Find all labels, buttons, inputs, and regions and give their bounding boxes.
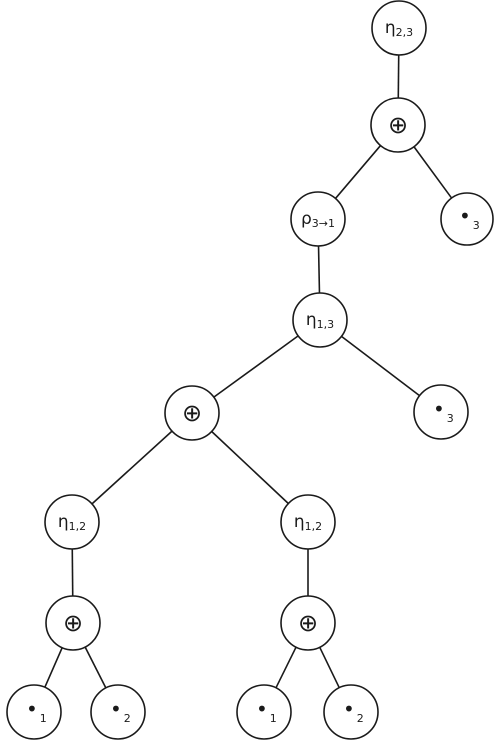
node-circle bbox=[280, 494, 336, 550]
label-subscript: 1,2 bbox=[69, 520, 87, 533]
node-plus4: ⊕ bbox=[280, 595, 336, 651]
eta-label: η1,2 bbox=[58, 512, 86, 533]
dot-label: •1 bbox=[256, 697, 277, 725]
dot-subscript: 2 bbox=[357, 712, 364, 725]
node-circle bbox=[323, 684, 379, 740]
label-subscript: 1,2 bbox=[305, 520, 323, 533]
node-circle bbox=[44, 494, 100, 550]
label-symbol: ρ bbox=[301, 209, 312, 229]
node-dot3b: •3 bbox=[413, 384, 469, 440]
edge-plus3-dot2a bbox=[84, 646, 107, 689]
node-circle bbox=[236, 684, 292, 740]
edge-eta13-plus2 bbox=[213, 335, 299, 398]
eta-label: η2,3 bbox=[385, 18, 413, 39]
edge-plus3-dot1a bbox=[44, 647, 63, 688]
label-symbol: η bbox=[385, 18, 396, 38]
node-eta13: η1,3 bbox=[292, 292, 348, 348]
node-circle bbox=[290, 191, 346, 247]
dot-subscript: 3 bbox=[447, 412, 454, 425]
dot-symbol: • bbox=[256, 697, 268, 721]
node-plus3: ⊕ bbox=[45, 595, 101, 651]
oplus-symbol: ⊕ bbox=[298, 609, 318, 637]
node-circle bbox=[370, 97, 426, 153]
node-circle bbox=[6, 684, 62, 740]
dot-symbol: • bbox=[343, 697, 355, 721]
edge-plus2-eta12b bbox=[211, 430, 289, 505]
dot-symbol: • bbox=[459, 204, 471, 228]
label-subscript: 1,3 bbox=[317, 318, 335, 331]
dot-subscript: 1 bbox=[270, 712, 277, 725]
label-symbol: η bbox=[294, 512, 305, 532]
node-eta12b: η1,2 bbox=[280, 494, 336, 550]
label-symbol: η bbox=[306, 310, 317, 330]
node-dot1b: •1 bbox=[236, 684, 292, 740]
node-circle bbox=[292, 292, 348, 348]
node-circle bbox=[90, 684, 146, 740]
node-circle bbox=[280, 595, 336, 651]
edge-plus1-dot3a bbox=[413, 146, 453, 199]
oplus-symbol: ⊕ bbox=[182, 399, 202, 427]
dot-subscript: 2 bbox=[124, 712, 131, 725]
edge-plus4-dot1b bbox=[275, 646, 297, 689]
edge-plus1-rho bbox=[334, 145, 382, 199]
dot-symbol: • bbox=[110, 697, 122, 721]
node-circle bbox=[45, 595, 101, 651]
node-dot2a: •2 bbox=[90, 684, 146, 740]
eta-label: η1,2 bbox=[294, 512, 322, 533]
eta-label: η1,3 bbox=[306, 310, 334, 331]
node-circle bbox=[440, 192, 494, 246]
dot-label: •2 bbox=[343, 697, 364, 725]
label-subscript: 3→1 bbox=[312, 217, 335, 230]
dot-symbol: • bbox=[433, 397, 445, 421]
node-dot1a: •1 bbox=[6, 684, 62, 740]
node-eta23: η2,3 bbox=[371, 0, 427, 56]
edge-plus2-eta12a bbox=[91, 430, 173, 505]
node-circle bbox=[371, 0, 427, 56]
node-plus2: ⊕ bbox=[164, 385, 220, 441]
dot-label: •2 bbox=[110, 697, 131, 725]
edge-plus4-dot2b bbox=[319, 646, 340, 689]
label-symbol: η bbox=[58, 512, 69, 532]
rho-label: ρ3→1 bbox=[301, 209, 335, 230]
dot-subscript: 3 bbox=[473, 219, 480, 232]
dot-subscript: 1 bbox=[40, 712, 47, 725]
node-eta12a: η1,2 bbox=[44, 494, 100, 550]
node-circle bbox=[164, 385, 220, 441]
oplus-symbol: ⊕ bbox=[388, 111, 408, 139]
edge-layer bbox=[44, 54, 453, 689]
node-circle bbox=[413, 384, 469, 440]
edge-rho-eta13 bbox=[317, 245, 321, 294]
node-rho: ρ3→1 bbox=[290, 191, 346, 247]
oplus-symbol: ⊕ bbox=[63, 609, 83, 637]
label-subscript: 2,3 bbox=[396, 26, 414, 39]
dot-label: •1 bbox=[26, 697, 47, 725]
dot-label: •3 bbox=[433, 397, 454, 425]
edge-eta13-dot3b bbox=[341, 335, 420, 397]
node-dot3a: •3 bbox=[440, 192, 494, 246]
dot-symbol: • bbox=[26, 697, 38, 721]
dot-label: •3 bbox=[459, 204, 480, 232]
node-dot2b: •2 bbox=[323, 684, 379, 740]
node-plus1: ⊕ bbox=[370, 97, 426, 153]
